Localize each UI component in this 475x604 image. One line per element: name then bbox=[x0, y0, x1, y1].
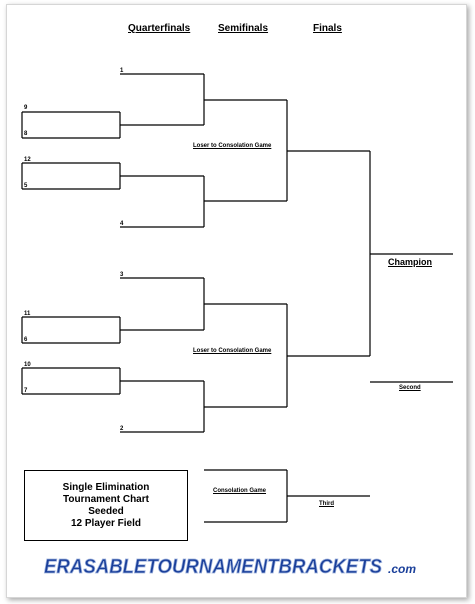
first-round-match-3 bbox=[21, 316, 204, 344]
logo-suffix: .com bbox=[388, 562, 416, 576]
loser-to-consolation-bottom: Loser to Consolation Game bbox=[193, 348, 272, 354]
seed-label: 5 bbox=[24, 183, 28, 189]
seed-label: 8 bbox=[24, 131, 28, 137]
seed-label: 6 bbox=[24, 337, 28, 343]
seed-label: 3 bbox=[120, 272, 124, 278]
seed-label: 4 bbox=[120, 221, 124, 227]
seed-label: 1 bbox=[120, 68, 124, 74]
third-place-label: Third bbox=[319, 501, 334, 507]
first-round-match-2 bbox=[21, 162, 204, 190]
seed-label: 11 bbox=[24, 311, 31, 317]
second-place-label: Second bbox=[399, 385, 421, 391]
info-line-3: Seeded bbox=[88, 505, 124, 517]
info-line-4: 12 Player Field bbox=[70, 517, 142, 529]
bracket-sheet bbox=[6, 4, 467, 598]
logo-wordmark: ERASABLETOURNAMENTBRACKETS bbox=[44, 556, 383, 578]
semifinals-header: Semifinals bbox=[218, 23, 269, 34]
first-round-match-top bbox=[21, 111, 204, 139]
seed-label: 9 bbox=[24, 105, 28, 111]
seed-label: 2 bbox=[120, 426, 124, 432]
first-round-match-bottom bbox=[21, 367, 204, 395]
quarterfinals-header: Quarterfinals bbox=[128, 23, 191, 34]
info-line-1: Single Elimination bbox=[62, 481, 150, 493]
info-line-2: Tournament Chart bbox=[63, 493, 149, 505]
champion-label: Champion bbox=[388, 257, 432, 267]
seed-label: 12 bbox=[24, 157, 31, 163]
seed-label: 10 bbox=[24, 362, 31, 368]
chart-info-box: Single Elimination Tournament Chart Seed… bbox=[24, 470, 188, 541]
seed-label: 7 bbox=[24, 388, 28, 394]
finals-header: Finals bbox=[313, 23, 342, 34]
site-logo[interactable]: ERASABLETOURNAMENTBRACKETS .com bbox=[42, 554, 434, 578]
consolation-game-label: Consolation Game bbox=[213, 488, 267, 494]
loser-to-consolation-top: Loser to Consolation Game bbox=[193, 143, 272, 149]
